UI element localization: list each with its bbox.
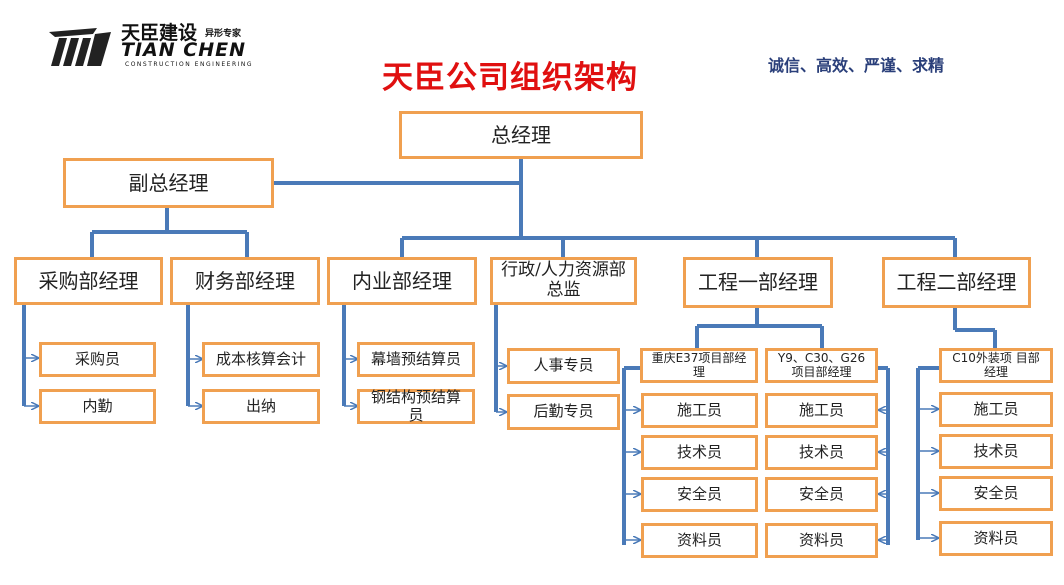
page-title: 天臣公司组织架构 [382,60,638,96]
node-steel-budget: 钢结构预结算员 [357,389,475,424]
node-finance-manager: 财务部经理 [170,257,320,305]
node-technician: 技术员 [641,435,758,470]
logo-en-text: TIAN CHEN [121,39,246,61]
node-buyer: 采购员 [39,342,156,377]
node-technician: 技术员 [939,434,1053,469]
node-cost-accountant: 成本核算会计 [202,342,320,377]
node-safety-officer: 安全员 [765,477,878,512]
slogan: 诚信、高效、严谨、求精 [768,56,945,75]
logo-tagline: 异形专家 [205,29,242,39]
node-purchase-manager: 采购部经理 [14,257,163,305]
company-logo: 天臣建设 异形专家 TIAN CHEN CONSTRUCTION ENGINEE… [45,20,260,70]
node-cashier: 出纳 [202,389,320,424]
node-worker: 施工员 [765,393,878,428]
node-eng1-manager: 工程一部经理 [683,257,833,308]
node-worker: 施工员 [939,392,1053,427]
node-safety-officer: 安全员 [641,477,758,512]
node-ceo: 总经理 [399,111,643,159]
node-pm-y9-c30-g26: Y9、C30、G26项目部经理 [765,348,878,383]
node-document-clerk: 资料员 [641,523,758,558]
logo-mark-icon [49,28,111,66]
node-safety-officer: 安全员 [939,476,1053,511]
node-pm-chongqing-e37: 重庆E37项目部经理 [640,348,758,383]
node-logistics-specialist: 后勤专员 [507,394,620,430]
logo-subtitle: CONSTRUCTION ENGINEERING [125,61,254,68]
node-internal-manager: 内业部经理 [327,257,477,305]
node-document-clerk: 资料员 [939,521,1053,556]
node-worker: 施工员 [641,393,758,428]
node-eng2-manager: 工程二部经理 [882,257,1031,308]
node-admin-director: 行政/人力资源部总监 [490,257,637,305]
node-curtain-budget: 幕墙预结算员 [357,342,475,377]
node-hr-specialist: 人事专员 [507,348,620,384]
node-pm-c10: C10外装项 目部经理 [939,348,1053,383]
node-document-clerk: 资料员 [765,523,878,558]
node-neiqin: 内勤 [39,389,156,424]
node-vp: 副总经理 [63,158,274,208]
logo-cn-text: 天臣建设 [121,22,198,44]
node-technician: 技术员 [765,435,878,470]
